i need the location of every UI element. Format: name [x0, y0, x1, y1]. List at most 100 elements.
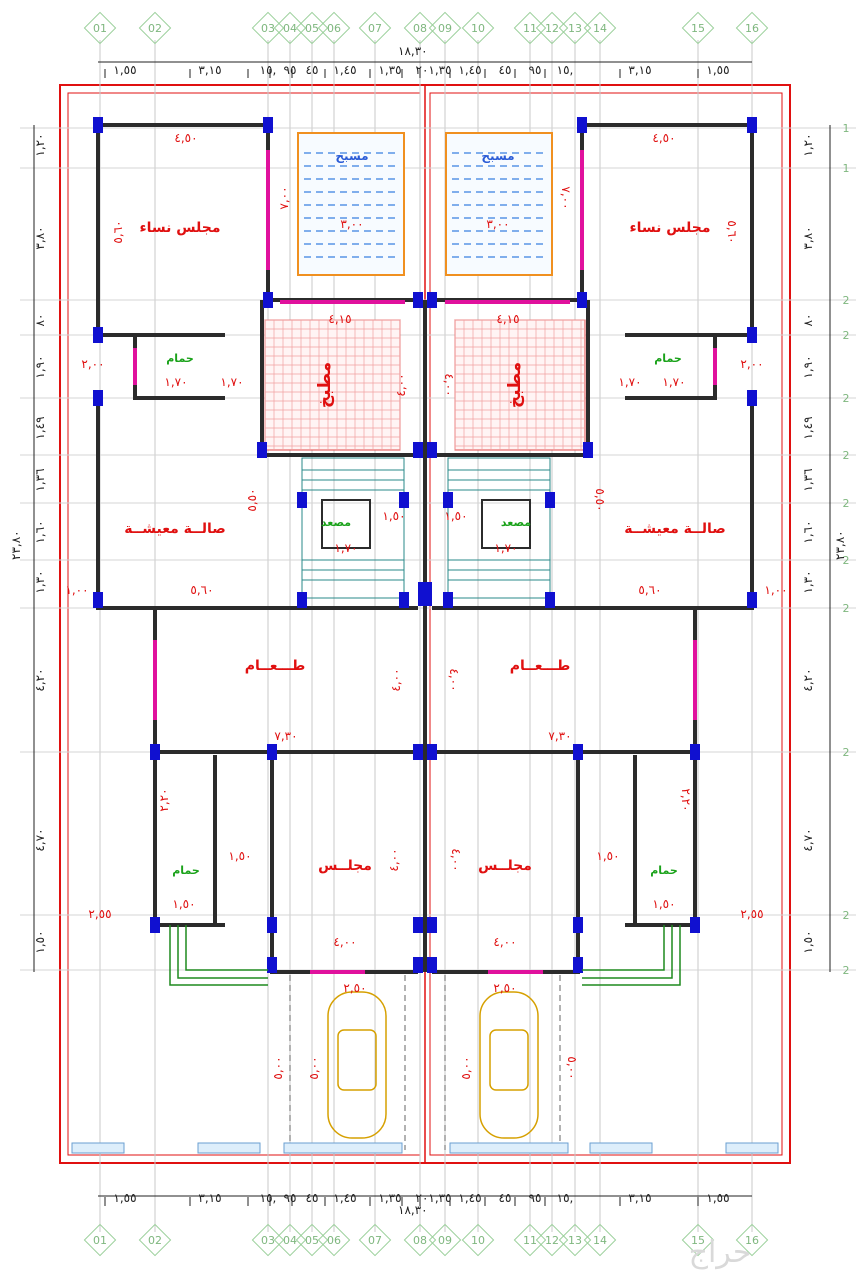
dim-seg-13: ٣,١٥ [628, 1191, 651, 1205]
dim-vseg-8: ٤,٢٠ [801, 668, 815, 691]
room-label-dining-left: طـــعــام [245, 658, 306, 674]
dim-garage-h500a-left: ٥,٠٠ [271, 1056, 285, 1079]
dim-seg-9: ١,٤٥ [458, 63, 481, 77]
axis-row-label-7: 2 [843, 554, 850, 567]
dim-seg-13: ٣,١٥ [628, 63, 651, 77]
axis-label-11: 11 [523, 22, 537, 35]
front-planters [71, 1142, 779, 1154]
dim-seg-14: ١,٥٥ [706, 63, 729, 77]
dim-bath-upper-w170b-left: ١,٧٠ [220, 375, 243, 389]
column-14 [427, 442, 437, 458]
dim-vseg-3: ١,٩٠ [801, 355, 815, 378]
axis-bubble-13 [558, 11, 592, 45]
axis-bubble-12 [535, 1223, 569, 1257]
dim-front-w255-right: ٢,٥٥ [740, 907, 763, 921]
dim-living-width-left: ٥,٦٠ [190, 583, 213, 597]
axis-bubble-04 [273, 1223, 307, 1257]
dim-kitchen-width-left: ٤,١٥ [328, 312, 351, 326]
dim-vseg-9: ٤,٧٠ [801, 828, 815, 851]
dim-kitchen-height-right: ٤,٠٠ [442, 373, 456, 396]
axis-bubble-10 [461, 11, 495, 45]
column-2 [93, 327, 103, 343]
dim-bath-lower-h220-right: ٢,٢٠ [679, 788, 693, 811]
room-label-kitchen-right: مطبخ [505, 362, 525, 408]
dim-garage-h500b-right: ٥,٠٠ [565, 1056, 579, 1079]
dim-vseg-1: ٣,٨٠ [801, 226, 815, 249]
axis-bubble-11 [513, 11, 547, 45]
axis-label-10: 10 [471, 22, 485, 35]
dim-majlis-width-right: ٤,٠٠ [493, 935, 516, 949]
axis-bubble-05 [295, 11, 329, 45]
axis-row-label-4: 2 [843, 392, 850, 405]
axis-label-03: 03 [261, 22, 275, 35]
column-36 [573, 917, 583, 933]
axis-label-09: 09 [438, 22, 452, 35]
watermark: حراج [689, 1235, 752, 1270]
column-32 [150, 917, 160, 933]
column-18 [297, 492, 307, 508]
axis-label-14: 14 [593, 1234, 607, 1247]
structural-columns [93, 117, 757, 973]
axis-bubble-07 [358, 1223, 392, 1257]
dim-pool-width-left: ٣,٠٠ [340, 217, 363, 231]
dim-majlis-nisaa-height-right: ٥,٦٠ [725, 220, 739, 243]
column-22 [297, 592, 307, 608]
dim-kitchen-height-left: ٤,٠٠ [394, 373, 408, 396]
dim-bath-lower-w150a-left: ١,٥٠ [228, 849, 251, 863]
dim-seg-3: ٩٥ [284, 63, 297, 77]
room-label-majlis-nisaa-left: مجلس نساء [139, 220, 220, 236]
room-label-lift-left: مصعد [321, 516, 351, 529]
axis-label-01: 01 [93, 1234, 107, 1247]
dim-majlis-nisaa-width-right: ٤,٥٠ [652, 131, 675, 145]
room-label-majlis-right: مجلــس [478, 858, 532, 874]
column-19 [399, 492, 409, 508]
car-right [479, 991, 539, 1139]
axis-bubble-04 [273, 11, 307, 45]
total-height-right: ٢٣,٨٠ [833, 530, 847, 560]
dim-bath-upper-w170a-left: ١,٧٠ [164, 375, 187, 389]
dim-seg-0: ١,٥٥ [113, 63, 136, 77]
axis-row-label-9: 2 [843, 746, 850, 759]
column-12 [257, 442, 267, 458]
dim-seg-8: ١,٣٥ [428, 1191, 451, 1205]
column-10 [93, 390, 103, 406]
axis-bubble-08 [403, 1223, 437, 1257]
dim-seg-14: ١,٥٥ [706, 1191, 729, 1205]
axis-bubble-13 [558, 1223, 592, 1257]
axis-label-06: 06 [327, 22, 341, 35]
column-15 [583, 442, 593, 458]
dim-front-w255-left: ٢,٥٥ [88, 907, 111, 921]
dim-seg-1: ٣,١٥ [198, 1191, 221, 1205]
dim-pool-height-right: ٧,٠٠ [559, 186, 573, 209]
dim-vseg-6: ١,٦٠ [801, 520, 815, 543]
column-38 [267, 957, 277, 973]
dim-dining-width-left: ٧,٣٠ [274, 729, 297, 743]
room-label-kitchen-left: مطبخ [315, 362, 335, 408]
total-width-top: ١٨,٣٠ [398, 44, 428, 58]
total-height-left: ٢٣,٨٠ [9, 530, 23, 560]
axis-bubble-12 [535, 11, 569, 45]
column-1 [263, 117, 273, 133]
column-33 [267, 917, 277, 933]
axis-label-07: 07 [368, 1234, 382, 1247]
dim-bath-upper-w200-right: ٢,٠٠ [740, 357, 763, 371]
dim-vseg-4: ١,٤٩ [801, 416, 815, 439]
axis-label-07: 07 [368, 22, 382, 35]
kitchen-tiles-right [454, 319, 586, 451]
axis-row-label-6: 2 [843, 497, 850, 510]
axis-row-label-1: 1 [843, 162, 850, 175]
front-fence [169, 925, 681, 986]
column-26 [150, 744, 160, 760]
room-label-majlis-left: مجلــس [318, 858, 372, 874]
axis-label-16: 16 [745, 22, 759, 35]
column-28 [413, 744, 423, 760]
dim-seg-10: ٤٥ [499, 1191, 512, 1205]
dim-dining-height-left: ٤,٠٠ [389, 668, 403, 691]
column-27 [267, 744, 277, 760]
column-37 [690, 917, 700, 933]
column-21 [545, 492, 555, 508]
axis-row-label-8: 2 [843, 602, 850, 615]
total-width-bottom: ١٨,٣٠ [398, 1203, 428, 1217]
